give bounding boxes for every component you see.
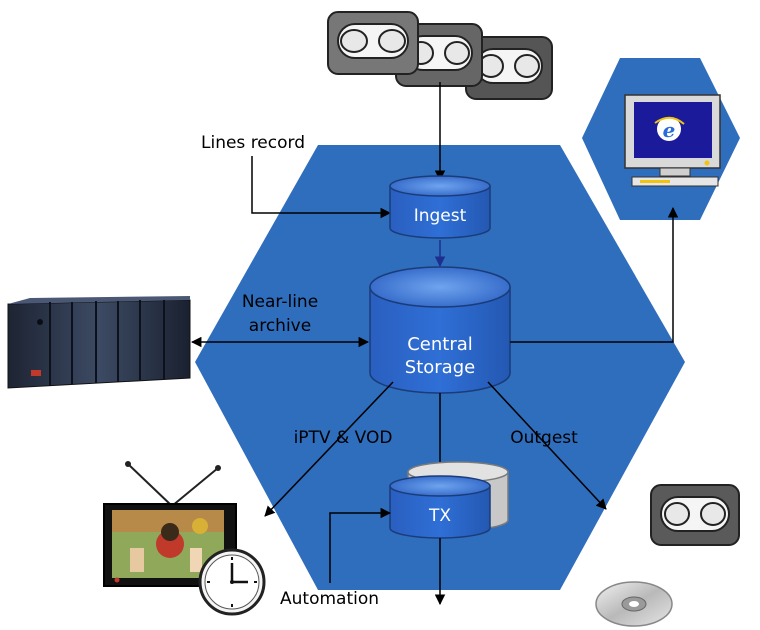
server-rack-icon	[7, 296, 191, 389]
tx-label: TX	[428, 506, 451, 526]
central-storage-label-line1: Central	[407, 334, 473, 355]
near-line-label-line1: Near-line	[242, 292, 318, 312]
lines-record-label: Lines record	[201, 133, 305, 153]
optical-disc-icon	[595, 581, 673, 627]
automation-label: Automation	[280, 589, 379, 609]
outgest-arrow	[487, 381, 607, 510]
central-storage-label-line2: Storage	[405, 357, 475, 378]
ingest-label: Ingest	[414, 206, 467, 226]
video-tape-icon	[327, 11, 553, 100]
svg-text:e: e	[663, 118, 676, 142]
iptv-label: iPTV & VOD	[294, 428, 393, 448]
iptv-arrow	[264, 381, 394, 517]
tx-cylinder	[389, 475, 491, 539]
clock-icon	[198, 548, 266, 616]
central-storage-cylinder	[369, 266, 511, 394]
ingest-cylinder	[389, 175, 491, 239]
video-tape-icon-single	[650, 484, 740, 546]
central-to-client-arrow	[510, 206, 679, 343]
near-line-label-line2: archive	[249, 316, 311, 336]
internet-explorer-monitor-icon: e	[624, 94, 721, 187]
lines-record-arrow	[251, 156, 392, 219]
automation-arrow	[329, 507, 392, 583]
television-icon	[103, 461, 237, 587]
outgest-label: Outgest	[510, 428, 578, 448]
